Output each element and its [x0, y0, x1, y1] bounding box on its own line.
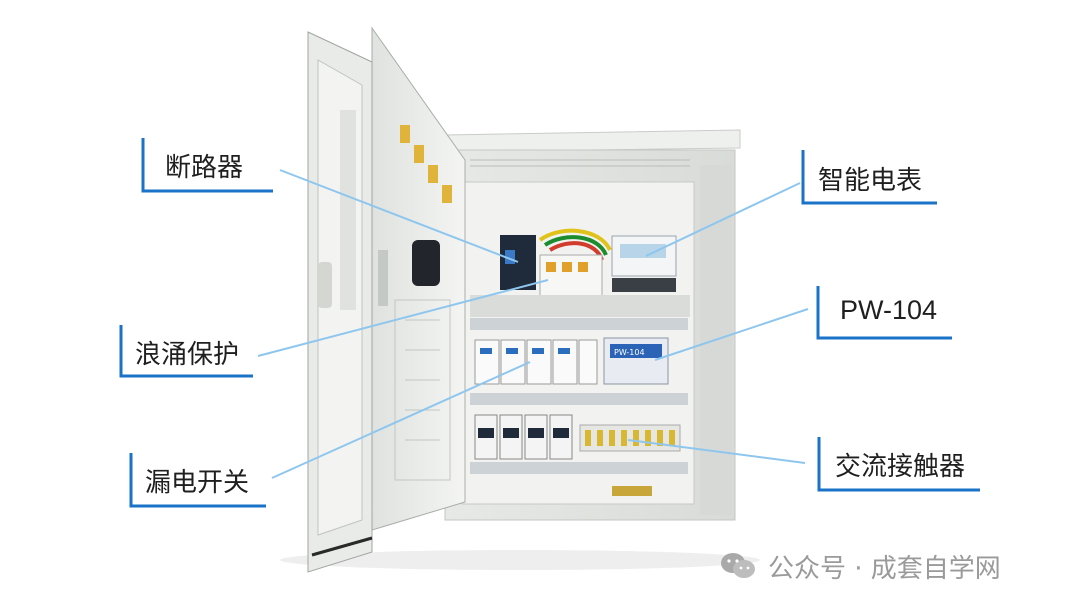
callout-smart-meter: 智能电表: [818, 166, 923, 196]
din-rail-upper: [470, 318, 688, 330]
leakage-switch-devices: [474, 339, 598, 385]
pw104-device: PW-104: [603, 337, 669, 385]
inner-door: [371, 26, 466, 531]
upper-device-row: [470, 228, 690, 317]
wechat-icon: [721, 553, 755, 578]
pw104-device-label: PW-104: [614, 348, 645, 357]
callout-ac-contactor: 交流接触器: [835, 452, 966, 482]
din-rail-middle: [470, 393, 688, 405]
watermark-text: 公众号 · 成套自学网: [768, 553, 1001, 584]
callout-breaker: 断路器: [165, 153, 244, 183]
outer-door: [307, 31, 373, 573]
callout-pw104: PW-104: [840, 295, 938, 325]
callout-brackets: [119, 138, 980, 508]
surge-protector-device: [539, 254, 603, 302]
middle-device-row: PW-104: [474, 337, 669, 385]
callout-leader-lines: [257, 169, 809, 479]
smart-meter-device: [611, 235, 677, 292]
callout-leakage-switch: 漏电开关: [145, 468, 250, 498]
lower-device-row: [470, 414, 688, 496]
watermark: 公众号 · 成套自学网: [718, 548, 1001, 584]
ac-contactor-devices: [474, 414, 573, 460]
breaker-device: [500, 235, 536, 290]
terminal-blocks: [579, 424, 681, 452]
callout-surge-protection: 浪涌保护: [135, 340, 240, 370]
